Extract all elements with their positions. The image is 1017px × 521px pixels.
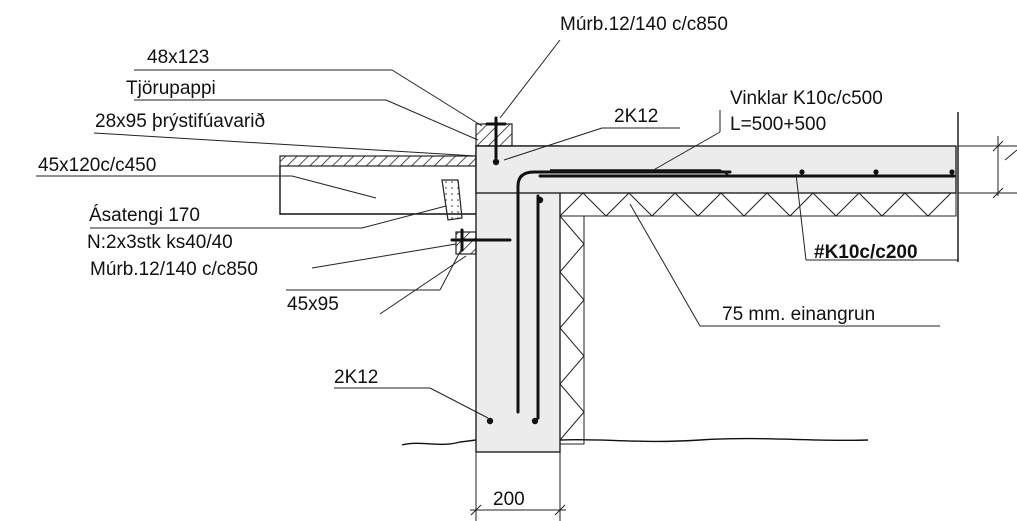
label-murb-top: Múrb.12/140 c/c850 <box>560 14 728 35</box>
label-28x95: 28x95 þrýstifúavarið <box>95 111 265 132</box>
insulation-along-wall <box>559 215 585 445</box>
ground-line <box>401 437 869 446</box>
rebar-dot <box>492 158 500 166</box>
rebar-wall-hook <box>516 170 732 414</box>
label-2k12-top: 2K12 <box>614 106 658 127</box>
ledger-45x95 <box>455 231 477 255</box>
label-2k12-bottom: 2K12 <box>334 367 378 388</box>
rebar-dot <box>536 196 544 204</box>
label-45x120: 45x120c/c450 <box>38 155 156 176</box>
timber-boards-28x95 <box>279 155 477 167</box>
label-murb-mid: Múrb.12/140 c/c850 <box>90 259 258 280</box>
label-tjorupappi: Tjörupappi <box>126 78 216 99</box>
anchor-bolt-mid <box>450 228 512 252</box>
label-nails: N:2x3stk ks40/40 <box>87 232 233 253</box>
rebar-dot <box>531 417 539 425</box>
joist-45x120 <box>279 166 476 215</box>
label-asatengi: Ásatengi 170 <box>89 205 200 226</box>
anchor-bolt-top <box>485 116 507 160</box>
label-vinklar: Vinklar K10c/c500 <box>730 88 883 109</box>
label-width-dimension: 200 <box>493 489 525 510</box>
slab-thickness-dimension <box>958 136 1017 199</box>
plate-48x123 <box>475 123 513 147</box>
joist-hanger <box>441 179 463 221</box>
label-48x123: 48x123 <box>147 47 209 68</box>
rebar-dot <box>873 169 879 175</box>
rebar-dot <box>486 417 494 425</box>
label-vinklar-length: L=500+500 <box>730 114 826 135</box>
rebar-vinklar <box>550 169 731 177</box>
label-45x95: 45x95 <box>287 294 339 315</box>
label-mesh: #K10c/c200 <box>814 242 918 263</box>
insulation-under-slab <box>559 192 957 217</box>
leader-lines <box>36 39 958 419</box>
rebar-dot <box>799 169 805 175</box>
rebar-dot <box>949 169 955 175</box>
label-insulation: 75 mm. einangrun <box>722 304 875 325</box>
wall-width-dimension <box>470 452 566 521</box>
